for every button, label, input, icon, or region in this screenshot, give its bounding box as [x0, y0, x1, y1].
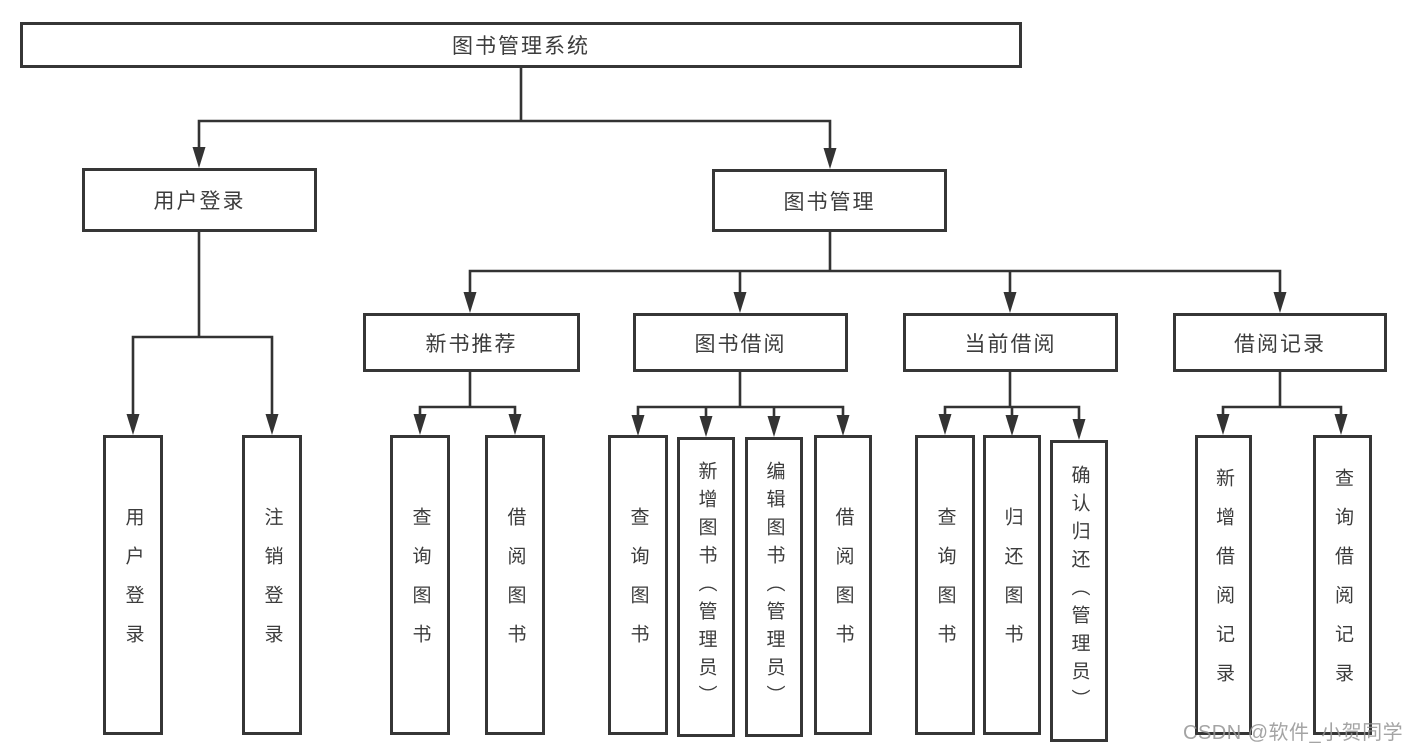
arrowhead [631, 415, 645, 436]
arrowhead [836, 415, 850, 436]
arrowhead [767, 416, 781, 437]
arrowhead [192, 147, 206, 168]
leaf-query-books-recommend: 查询图书 [390, 435, 450, 735]
leaf-add-book-admin: 新增图书（管理员） [677, 437, 735, 737]
leaf-edit-book-admin: 编辑图书（管理员） [745, 437, 803, 737]
arrowhead [938, 414, 952, 435]
arrowhead [126, 414, 140, 435]
arrowhead [1216, 414, 1230, 435]
connector-newbook-to-leaves [418, 372, 517, 419]
leaf-logout: 注销登录 [242, 435, 302, 735]
arrowhead [1273, 292, 1287, 313]
csdn-watermark: CSDN @软件_小贺同学 [1183, 722, 1404, 744]
arrowhead [733, 292, 747, 313]
connector-bookmgmt-to-level2 [468, 232, 1282, 297]
node-library-management-system: 图书管理系统 [20, 22, 1022, 68]
arrowhead [508, 414, 522, 435]
leaf-query-borrow-record: 查询借阅记录 [1313, 435, 1372, 735]
connector-userlogin-to-leaves [131, 232, 274, 419]
node-new-book-recommend: 新书推荐 [363, 313, 580, 372]
node-user-login: 用户登录 [82, 168, 317, 232]
connector-current-to-leaves [943, 372, 1081, 424]
leaf-borrow-books-recommend: 借阅图书 [485, 435, 545, 735]
leaf-query-books-borrow: 查询图书 [608, 435, 668, 735]
arrowhead [1334, 414, 1348, 435]
node-book-borrowing: 图书借阅 [633, 313, 848, 372]
arrowhead [1005, 415, 1019, 436]
node-book-management: 图书管理 [712, 169, 947, 232]
leaf-confirm-return-admin: 确认归还（管理员） [1050, 440, 1108, 742]
arrowhead [823, 148, 837, 169]
leaf-user-login: 用户登录 [103, 435, 163, 735]
leaf-return-book: 归还图书 [983, 435, 1041, 735]
leaf-borrow-books: 借阅图书 [814, 435, 872, 735]
node-current-borrowing: 当前借阅 [903, 313, 1118, 372]
arrowhead [413, 414, 427, 435]
arrowhead [699, 416, 713, 437]
arrowhead [265, 414, 279, 435]
node-borrowing-records: 借阅记录 [1173, 313, 1387, 372]
arrowhead [1003, 292, 1017, 313]
connector-root-to-level1 [197, 68, 832, 153]
leaf-query-books-current: 查询图书 [915, 435, 975, 735]
arrowhead [1072, 419, 1086, 440]
connector-records-to-leaves [1221, 372, 1343, 419]
leaf-add-borrow-record: 新增借阅记录 [1195, 435, 1252, 735]
connector-borrow-to-leaves [636, 372, 845, 421]
arrowhead [463, 292, 477, 313]
